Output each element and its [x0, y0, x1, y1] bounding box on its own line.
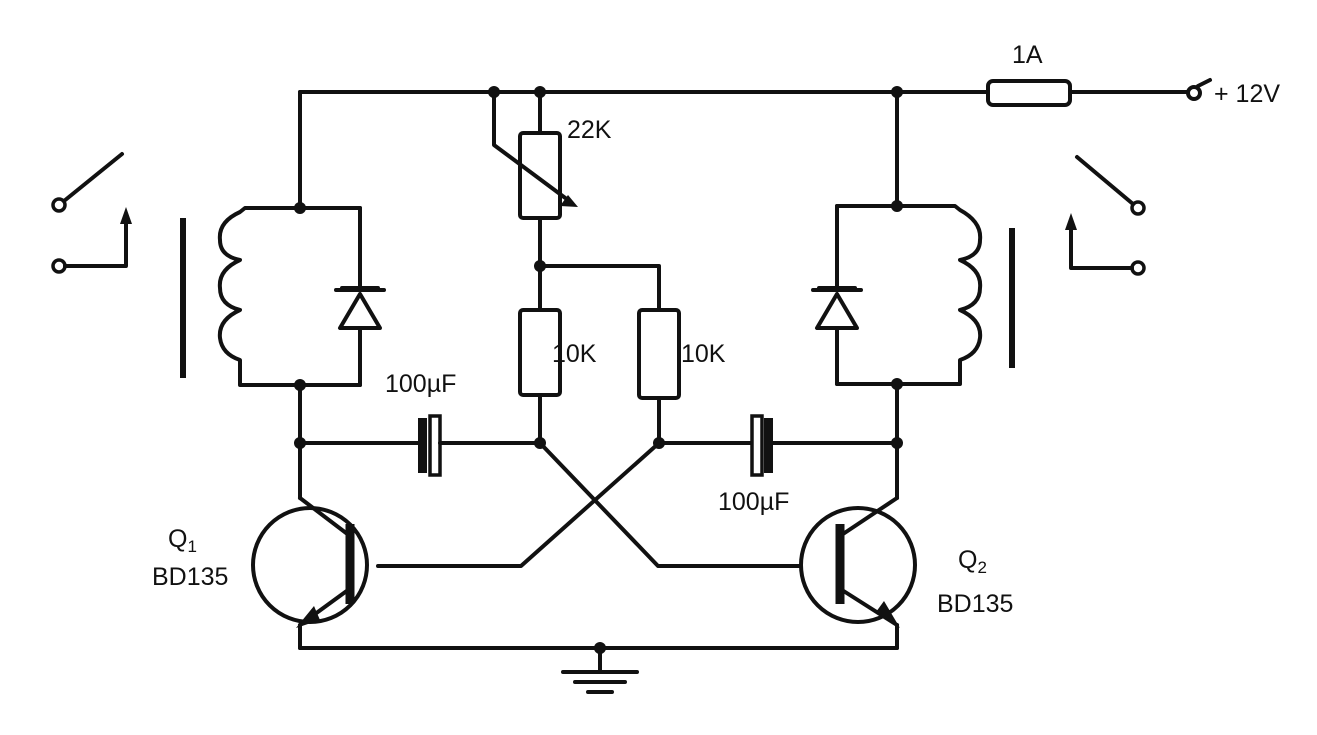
capacitor-right: 100µF: [657, 414, 899, 516]
q2-name: Q2: [958, 546, 987, 577]
right-relay: [811, 90, 1015, 386]
left-relay-contacts: [51, 152, 132, 274]
cap-left-label: 100µF: [385, 370, 456, 398]
supply-terminal: + 12V: [1186, 78, 1280, 108]
q1-type: BD135: [152, 563, 228, 591]
q1-letter: Q: [168, 525, 187, 553]
cap-right-label: 100µF: [718, 488, 789, 516]
resistor-10k-right: 10K: [538, 264, 726, 445]
supply-label: + 12V: [1214, 80, 1280, 108]
r1-label: 10K: [552, 340, 597, 368]
transistor-q2: Q2 BD135: [799, 496, 1013, 650]
ground: [298, 646, 899, 694]
capacitor-left: 100µF: [298, 370, 542, 477]
q2-letter: Q: [958, 546, 977, 574]
r2-label: 10K: [681, 340, 726, 368]
pot-label: 22K: [567, 116, 612, 144]
cross-coupling: [376, 441, 802, 568]
junction-dots: [294, 86, 903, 654]
q2-type: BD135: [937, 590, 1013, 618]
right-relay-contacts: [1065, 155, 1146, 276]
potentiometer-22k: 22K: [492, 90, 612, 268]
q2-subscript: 2: [977, 558, 986, 577]
transistor-q1: Q1 BD135: [152, 496, 369, 650]
fuse-label: 1A: [1012, 41, 1043, 69]
q1-name: Q1: [168, 525, 197, 556]
supply-rail: [298, 90, 1192, 210]
fuse: 1A: [986, 41, 1072, 107]
resistor-10k-left: 10K: [518, 264, 597, 445]
q1-subscript: 1: [187, 537, 196, 556]
left-relay: [180, 206, 386, 387]
